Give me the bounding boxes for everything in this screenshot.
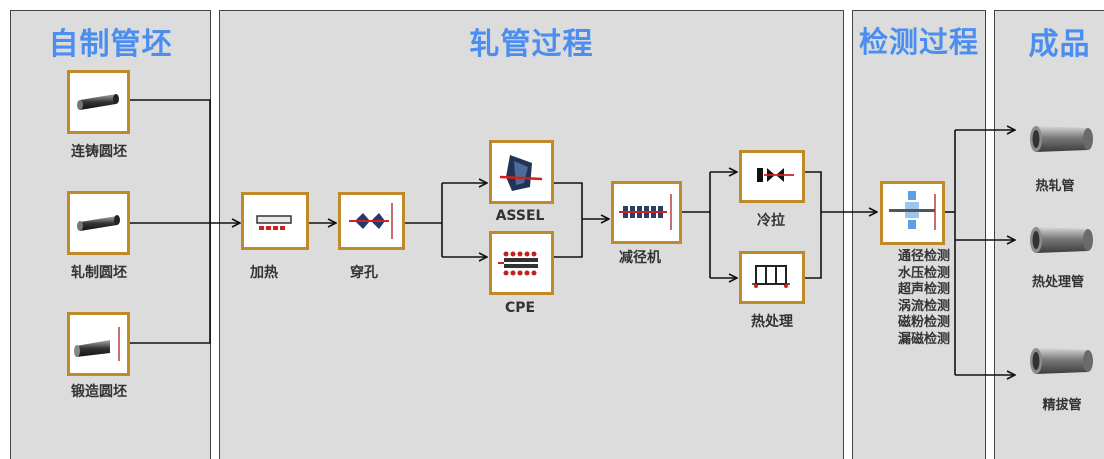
round-billet-icon [77, 94, 119, 110]
label-cold-drawing: 冷拉 [757, 213, 785, 229]
heating-box [241, 192, 309, 250]
label-hot-rolled: 热轧管 [1035, 179, 1075, 194]
billet-rolled-box [67, 191, 130, 255]
heating-furnace-icon [256, 215, 292, 230]
label-assel: ASSEL [495, 208, 545, 224]
hot-rolled-pipe-icon [1030, 126, 1093, 152]
cold-drawing-icon [757, 168, 794, 182]
label-reducing-mill: 减径机 [619, 250, 661, 266]
label-heat-treatment: 热处理 [751, 314, 793, 330]
inspection-box [880, 181, 945, 245]
section-title-rolling: 轧管过程 [469, 27, 594, 62]
assel-box [489, 140, 554, 204]
assel-mill-icon [499, 155, 543, 191]
inspection-item: 漏磁检测 [897, 331, 950, 347]
precision-drawn-pipe-icon [1030, 348, 1093, 374]
label-piercing: 穿孔 [350, 265, 378, 281]
inspection-item: 通径检测 [897, 249, 950, 264]
inspection-item: 超声检测 [897, 282, 950, 297]
billet-forged-box [67, 312, 130, 376]
label-heating: 加热 [250, 265, 278, 281]
heat-treatment-box [739, 251, 805, 304]
inspection-item: 磁粉检测 [897, 315, 950, 330]
cold-drawing-box [739, 150, 805, 203]
cpe-box [489, 231, 554, 295]
heat-treated-pipe-icon [1030, 227, 1093, 253]
piercing-mill-icon [349, 203, 393, 239]
inspection-item: 涡流检测 [897, 298, 950, 314]
reducing-mill-box [611, 181, 682, 244]
inspection-list: 通径检测 水压检测 超声检测 涡流检测 磁粉检测 漏磁检测 [888, 249, 960, 348]
label-forged: 锻造圆坯 [71, 384, 127, 400]
round-billet-icon [77, 215, 120, 231]
label-heat-treated: 热处理管 [1031, 275, 1085, 290]
cpe-mill-icon [498, 251, 538, 276]
section-title-product: 成品 [1028, 27, 1091, 62]
heat-treatment-furnace-icon [752, 265, 790, 288]
billet-continuous-cast-box [67, 70, 130, 134]
inspection-device-icon [889, 191, 936, 230]
reducing-mill-icon [619, 194, 672, 230]
section-title-inspection: 检测过程 [858, 25, 979, 59]
label-cpe: CPE [504, 300, 536, 316]
forged-billet-icon [74, 327, 120, 361]
label-precision-drawn: 精拔管 [1042, 398, 1082, 413]
label-rolled: 轧制圆坯 [71, 265, 127, 281]
piercing-box [338, 192, 405, 250]
section-title-self-made: 自制管坯 [48, 27, 173, 62]
label-continuous-cast: 连铸圆坯 [71, 144, 127, 160]
inspection-item: 水压检测 [897, 265, 950, 281]
